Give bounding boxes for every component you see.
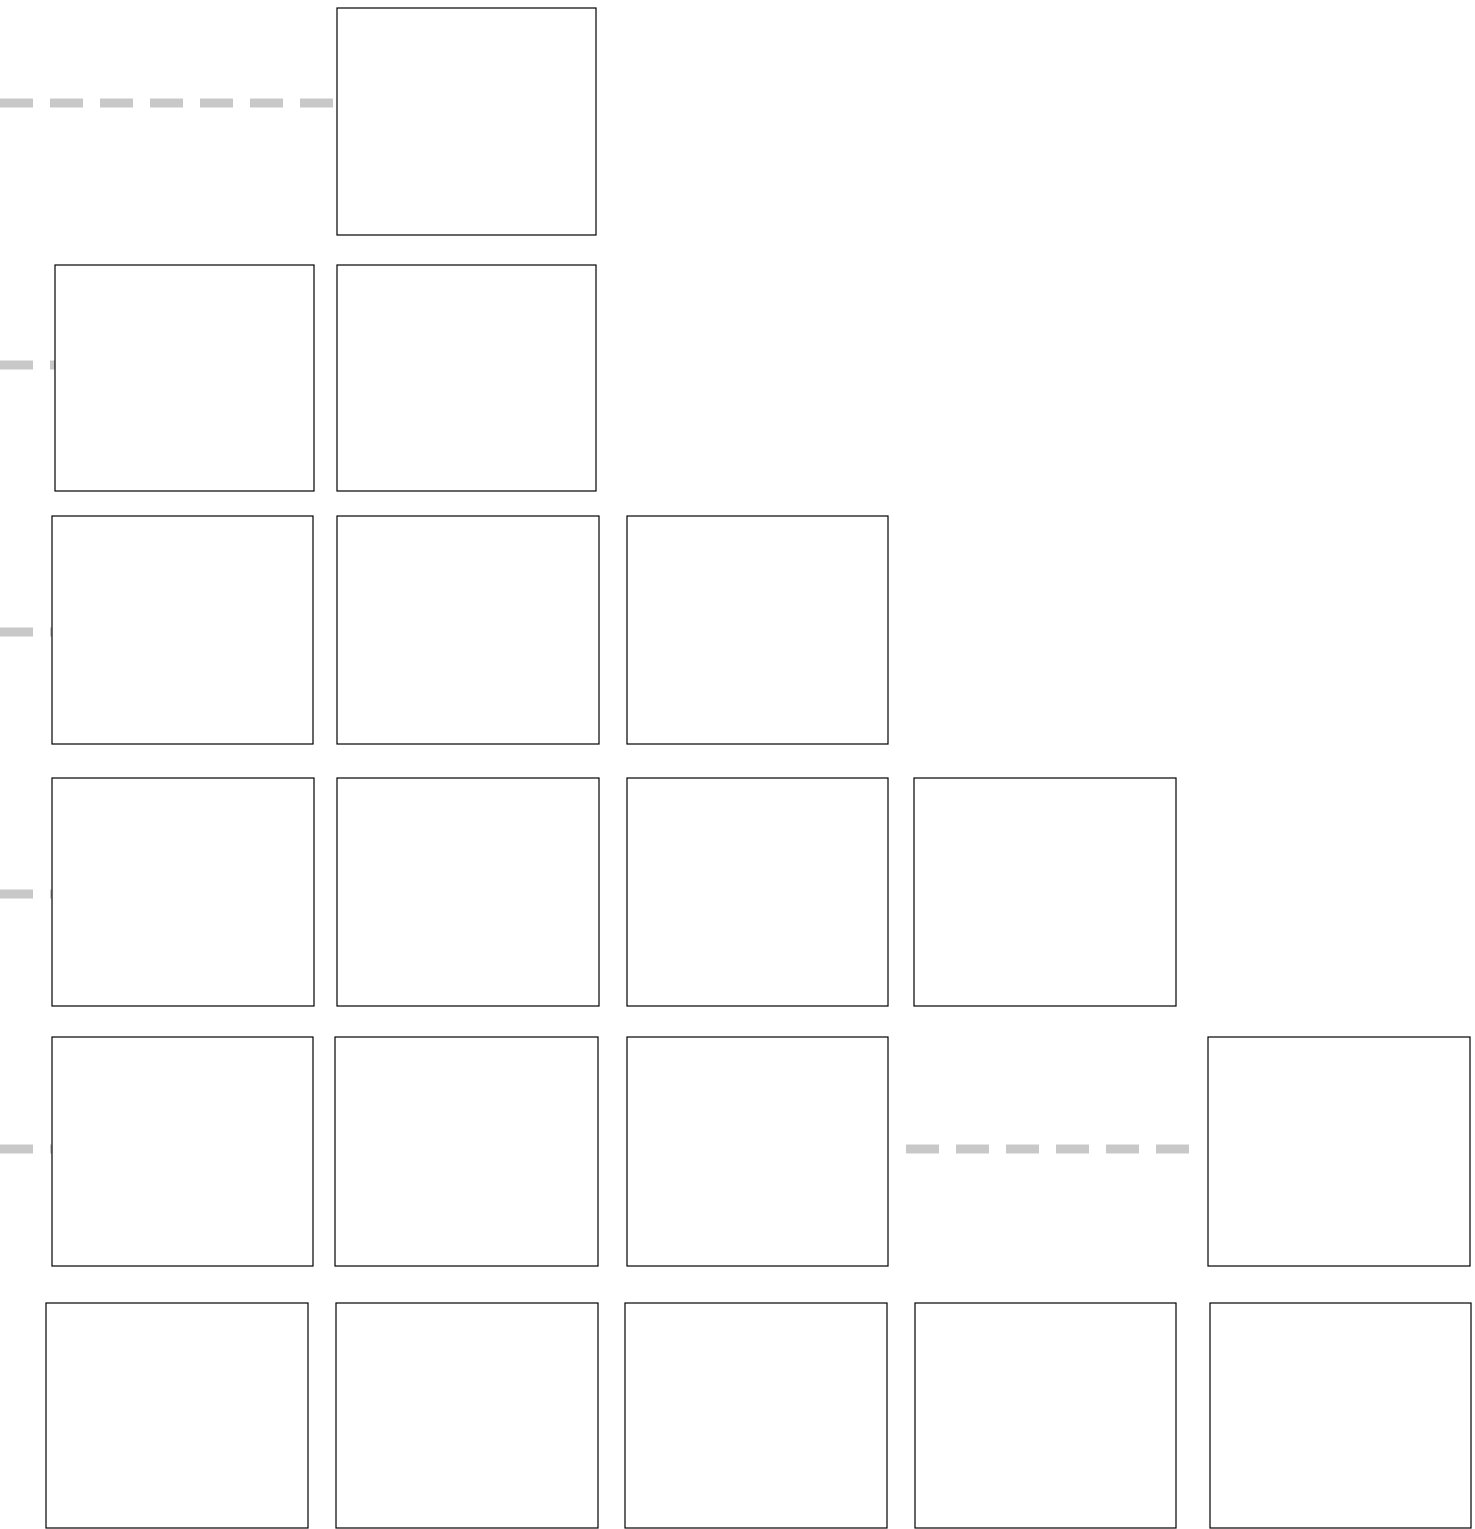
- panel-jaw-on-plate-stand: frasaco: [337, 8, 596, 235]
- panel-head-under-table: [1208, 1037, 1470, 1266]
- panel-frame: [337, 265, 596, 491]
- panel-head-on-rod-swing-2: [627, 778, 888, 1006]
- panel-head-on-stand-rotate: frasaco: [55, 265, 314, 491]
- panel-head-on-rod-swing: [627, 516, 888, 744]
- panel-frame: [336, 1303, 598, 1528]
- panel-cabinet-torso: [1210, 1303, 1471, 1528]
- panel-head-on-table-rotate-2: [52, 778, 314, 1006]
- panel-frame: [52, 778, 314, 1006]
- panel-frame: [915, 1303, 1176, 1528]
- panel-head-on-rod-swing-3: [627, 1037, 888, 1266]
- panel-frame: [627, 516, 888, 744]
- panel-head-on-table-tilt-2: [337, 778, 599, 1006]
- panel-frame: [627, 1037, 888, 1266]
- panel-head-on-stand-tilt: frasaco: [337, 265, 596, 491]
- panel-frame: [914, 778, 1176, 1006]
- panel-cabinet-height-adjust: [46, 1303, 308, 1528]
- panel-head-on-table-tilt: [337, 516, 599, 744]
- panel-head-rod-rotate: [52, 1037, 313, 1266]
- panel-frame: [1208, 1037, 1470, 1266]
- panel-frame: [625, 1303, 887, 1528]
- panel-frame: [46, 1303, 308, 1528]
- panel-cabinet-positions: [336, 1303, 598, 1528]
- panel-cabinet-rotate: [625, 1303, 887, 1528]
- panel-head-on-rod-slide: [914, 778, 1176, 1006]
- panel-frame: [337, 516, 599, 744]
- panel-frame: [337, 8, 596, 235]
- panel-frame: [337, 778, 599, 1006]
- panel-frame: [52, 1037, 313, 1266]
- panel-frame: [627, 778, 888, 1006]
- panel-grid: frasacofrasacofrasaco: [46, 8, 1471, 1528]
- panel-frame: [1210, 1303, 1471, 1528]
- panel-cabinet-clamp: [915, 1303, 1176, 1528]
- panel-frame: [335, 1037, 598, 1266]
- panel-frame: [52, 516, 313, 744]
- panel-head-on-table-rotate: [52, 516, 313, 744]
- panel-frame: [55, 265, 314, 491]
- panel-head-rod-tilt-up: [335, 1037, 598, 1266]
